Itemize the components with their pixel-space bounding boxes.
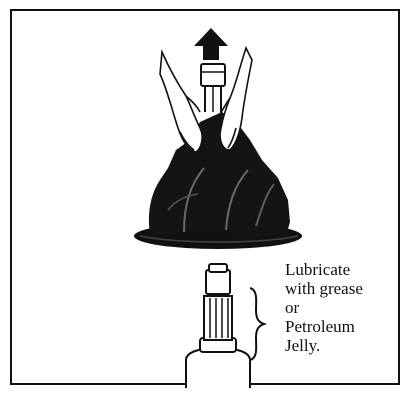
blade-assembly-icon — [134, 64, 302, 249]
caption-line: with grease — [285, 279, 395, 298]
caption-line: Petroleum — [285, 317, 395, 336]
caption-line: or — [285, 298, 395, 317]
curly-brace-icon — [250, 288, 264, 360]
up-arrow-icon — [194, 28, 228, 60]
lubrication-caption: Lubricate with grease or Petroleum Jelly… — [285, 260, 395, 355]
caption-line: Jelly. — [285, 336, 395, 355]
caption-line: Lubricate — [285, 260, 395, 279]
motor-shaft-icon — [186, 264, 250, 388]
